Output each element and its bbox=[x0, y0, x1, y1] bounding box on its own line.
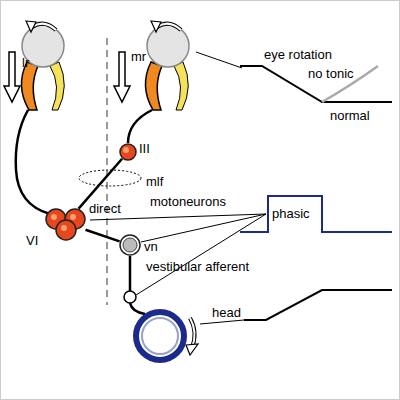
node-label: mlf bbox=[146, 174, 163, 189]
eye-trace-normal bbox=[240, 66, 392, 102]
right-eye bbox=[147, 25, 189, 67]
muscle-pull-arrow bbox=[114, 52, 130, 102]
nucleus-highlight bbox=[70, 214, 76, 220]
medial-muscle bbox=[50, 62, 64, 110]
annotation-label: mr bbox=[131, 49, 146, 64]
node-outline bbox=[119, 234, 141, 256]
node-outline bbox=[78, 169, 142, 187]
leader-line bbox=[200, 320, 244, 324]
leader-line bbox=[136, 214, 266, 295]
nucleus-circle bbox=[120, 144, 136, 160]
tract-ellipse bbox=[79, 170, 141, 186]
oculomotor-nerve bbox=[128, 110, 152, 143]
annotation-label: direct bbox=[89, 201, 121, 216]
head-trace bbox=[244, 290, 392, 320]
eye-rotation-arrow bbox=[157, 24, 181, 30]
head-canal-inner bbox=[142, 318, 178, 354]
abducens-nucleus: VI bbox=[45, 205, 87, 241]
node-label: VI bbox=[26, 233, 38, 248]
vestibular-nucleus: vn bbox=[119, 234, 141, 256]
node-label: III bbox=[139, 141, 150, 156]
eye-rotation-arrow bbox=[32, 24, 56, 30]
phasic-trace bbox=[240, 196, 392, 232]
node-outline bbox=[45, 205, 87, 241]
lateral-muscle bbox=[174, 62, 188, 110]
annotation-label: normal bbox=[330, 108, 370, 123]
nucleus-highlight bbox=[51, 214, 57, 220]
annotation-label: phasic bbox=[272, 206, 310, 221]
leader-line bbox=[196, 52, 242, 68]
nucleus-highlight bbox=[123, 147, 129, 153]
annotation-label: motoneurons bbox=[150, 194, 226, 209]
head-rotation-arrow bbox=[190, 318, 195, 348]
nucleus-circle bbox=[56, 220, 76, 240]
head-rotation-arrow bbox=[190, 318, 195, 348]
afferent-to-canal bbox=[130, 303, 145, 314]
muscle-pull-arrow bbox=[4, 52, 20, 102]
oculomotor-nucleus: III bbox=[119, 143, 137, 161]
eye-rotation-arrowhead bbox=[151, 21, 161, 32]
node-outline bbox=[119, 143, 137, 161]
eye-rotation-arrowhead bbox=[26, 21, 36, 32]
eye-rotation-arrow bbox=[157, 24, 181, 30]
nucleus-core bbox=[123, 238, 137, 252]
leader-line bbox=[141, 214, 266, 242]
nucleus-highlight bbox=[61, 225, 67, 231]
annotation-label: no tonic bbox=[308, 66, 354, 81]
annotation-label: head bbox=[212, 305, 241, 320]
annotation-label: lr bbox=[22, 55, 29, 70]
midline bbox=[106, 38, 108, 305]
mlf-tract: mlf bbox=[78, 169, 142, 187]
neural-connection bbox=[85, 230, 119, 242]
medial-rectus bbox=[145, 62, 162, 110]
vestibular-afferent bbox=[129, 256, 132, 292]
eye-rotation-arrow bbox=[32, 24, 56, 30]
head-rotation-arrowhead bbox=[186, 344, 198, 355]
annotation-label: vestibular afferent bbox=[146, 259, 249, 274]
annotation-label: eye rotation bbox=[264, 47, 332, 62]
nucleus-circle bbox=[120, 235, 140, 255]
ganglion bbox=[124, 291, 136, 303]
head-canal bbox=[136, 312, 184, 360]
node-label: vn bbox=[144, 239, 158, 254]
abducens-nerve bbox=[16, 110, 50, 214]
